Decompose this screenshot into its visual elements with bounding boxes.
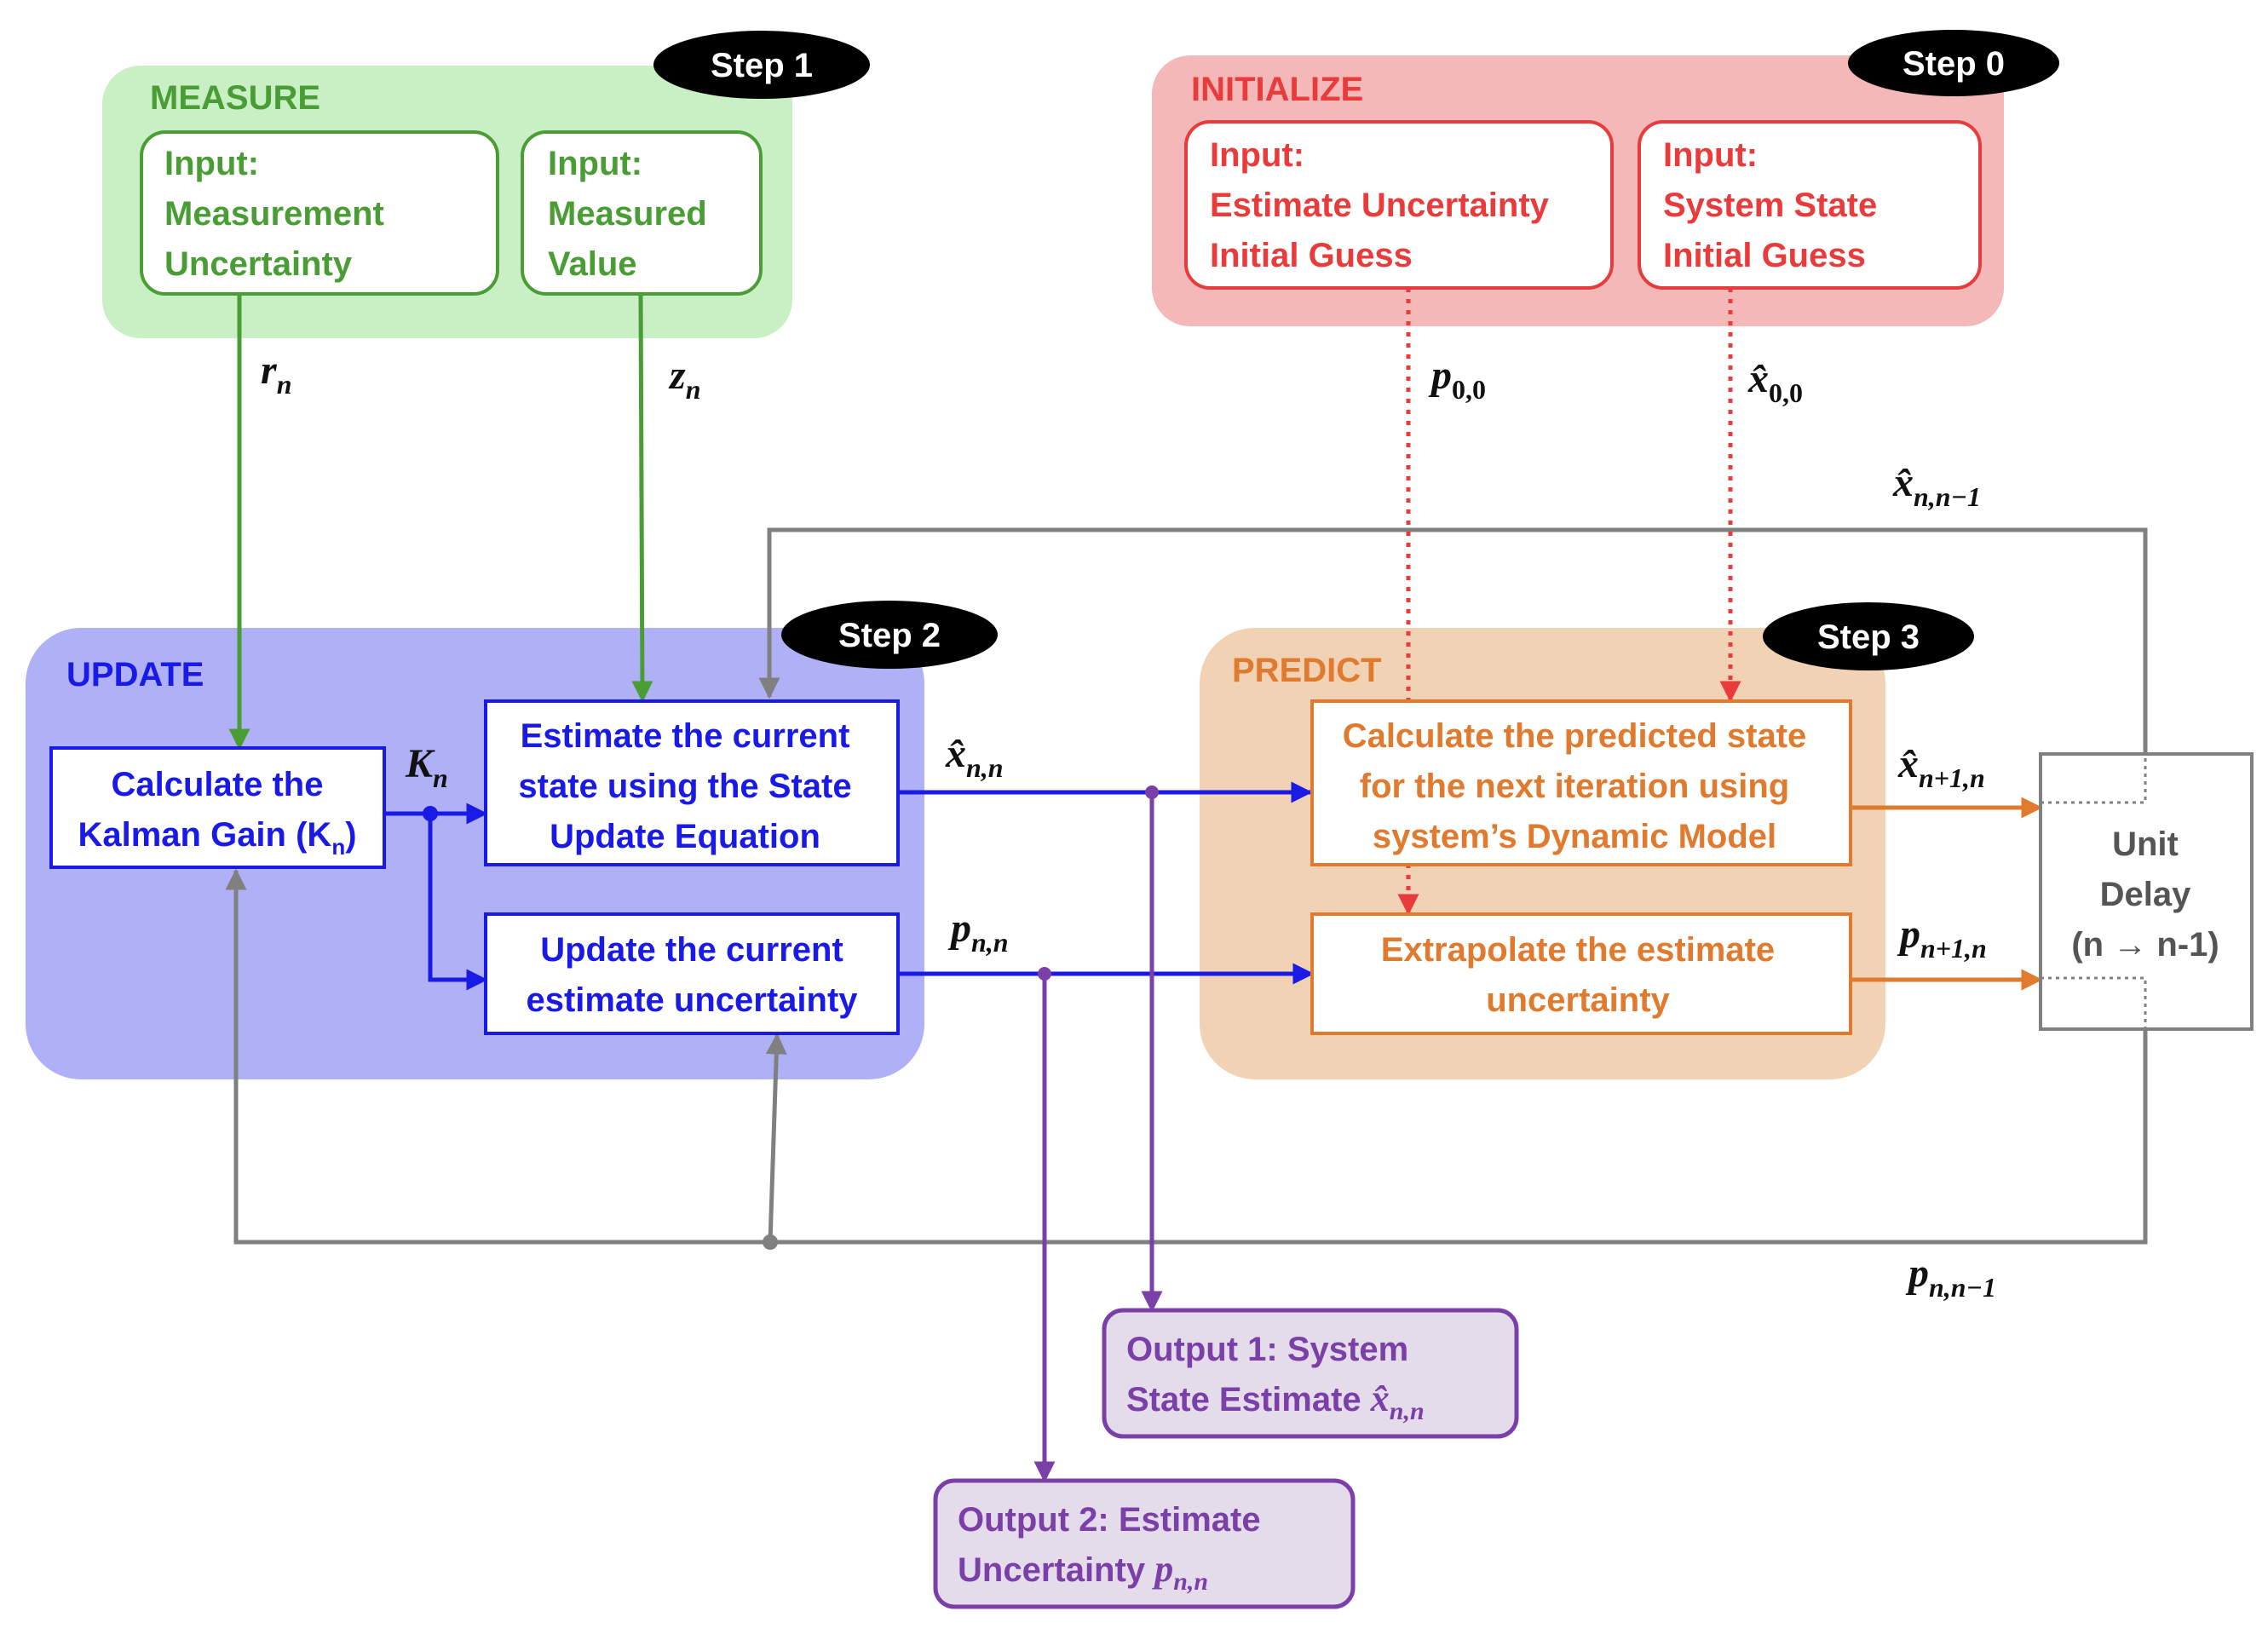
svg-text:Input:: Input: [164,145,259,182]
extrapolate-uncertainty-box: Extrapolate the estimate uncertainty [1310,912,1852,1035]
svg-text:state using the State: state using the State [518,768,851,805]
step1-badge: Step 1 [653,31,870,99]
label-kn: Kn [405,741,448,793]
svg-text:System State: System State [1663,187,1877,224]
svg-text:Step 3: Step 3 [1817,619,1920,656]
svg-text:uncertainty: uncertainty [1486,981,1670,1019]
svg-text:system’s Dynamic Model: system’s Dynamic Model [1373,818,1776,855]
label-xnp1: x̂n+1,n [1897,741,1985,793]
step0-badge: Step 0 [1848,30,2059,96]
svg-text:State Estimate x̂n,n: State Estimate x̂n,n [1126,1378,1425,1425]
unit-delay-box: Unit Delay (n → n-1) [2039,752,2254,1031]
predict-title: PREDICT [1232,652,1382,689]
svg-text:Step 0: Step 0 [1902,45,2005,83]
svg-text:Measured: Measured [548,195,707,233]
svg-text:Initial Guess: Initial Guess [1663,237,1866,274]
measure-title: MEASURE [150,79,320,117]
svg-text:Input:: Input: [1663,136,1758,174]
output1-box: Output 1: System State Estimate x̂n,n [1102,1308,1519,1439]
uncertainty-feedback-branch [765,1033,787,1243]
svg-text:for the next iteration using: for the next iteration using [1360,768,1789,805]
state-feedback-line [758,527,2148,754]
svg-text:Calculate the: Calculate the [112,766,324,803]
svg-text:Unit: Unit [2112,826,2179,863]
label-rn: rn [261,348,291,400]
svg-text:Estimate Uncertainty: Estimate Uncertainty [1210,187,1550,224]
kalman-gain-box: Calculate the Kalman Gain (Kn) [49,746,386,869]
svg-text:estimate uncertainty: estimate uncertainty [526,981,858,1019]
measurement-uncertainty-box: Input: Measurement Uncertainty [140,130,499,296]
svg-text:Value: Value [548,245,637,283]
svg-text:Output 2: Estimate: Output 2: Estimate [958,1501,1261,1539]
output1-junction [1145,785,1159,799]
svg-text:Estimate the current: Estimate the current [521,717,850,755]
state-update-box: Estimate the current state using the Sta… [484,699,900,866]
system-state-guess-box: Input: System State Initial Guess [1638,120,1982,290]
label-x00: x̂0,0 [1747,356,1803,408]
svg-text:Input:: Input: [548,145,642,182]
svg-text:Step 2: Step 2 [838,617,941,654]
uncertainty-feedback-line [225,868,2148,1245]
output2-box: Output 2: Estimate Uncertainty pn,n [933,1478,1356,1609]
label-pnp1: pn+1,n [1897,912,1987,964]
feedback-junction [763,1234,778,1250]
measured-value-box: Input: Measured Value [521,130,763,296]
svg-text:Extrapolate the estimate: Extrapolate the estimate [1381,931,1775,969]
uncertainty-update-box: Update the current estimate uncertainty [484,912,900,1035]
svg-text:Input:: Input: [1210,136,1304,174]
label-p00: p0,0 [1428,353,1486,405]
label-p-n-nm1: pn,n−1 [1905,1251,1996,1303]
zn-arrow [631,293,653,703]
step2-badge: Step 2 [781,601,998,669]
svg-text:Delay: Delay [2100,876,2191,913]
kn-to-uncertainty-arrow [428,814,488,991]
predict-state-box: Calculate the predicted state for the ne… [1310,699,1852,866]
svg-text:Step 1: Step 1 [711,47,813,84]
svg-text:Update the current: Update the current [540,931,843,969]
svg-text:Update Equation: Update Equation [550,818,820,855]
step3-badge: Step 3 [1763,602,1974,670]
label-pnn: pn,n [947,906,1009,958]
svg-text:Uncertainty pn,n: Uncertainty pn,n [958,1548,1208,1596]
label-xnn: x̂n,n [945,731,1004,783]
svg-text:(n → n-1): (n → n-1) [2071,926,2219,964]
output2-junction [1038,967,1051,981]
label-zn: zn [668,353,700,405]
svg-text:Uncertainty: Uncertainty [164,245,353,283]
update-title: UPDATE [66,656,204,693]
svg-text:Kalman Gain (Kn): Kalman Gain (Kn) [78,816,356,860]
initialize-title: INITIALIZE [1191,71,1363,108]
estimate-uncertainty-guess-box: Input: Estimate Uncertainty Initial Gues… [1184,120,1614,290]
label-x-n-nm1: x̂n,n−1 [1892,460,1981,512]
svg-text:Output 1: System: Output 1: System [1126,1331,1408,1368]
svg-text:Calculate the predicted state: Calculate the predicted state [1343,717,1807,755]
svg-text:Initial Guess: Initial Guess [1210,237,1413,274]
kn-junction [423,806,438,821]
svg-text:Measurement: Measurement [164,195,384,233]
